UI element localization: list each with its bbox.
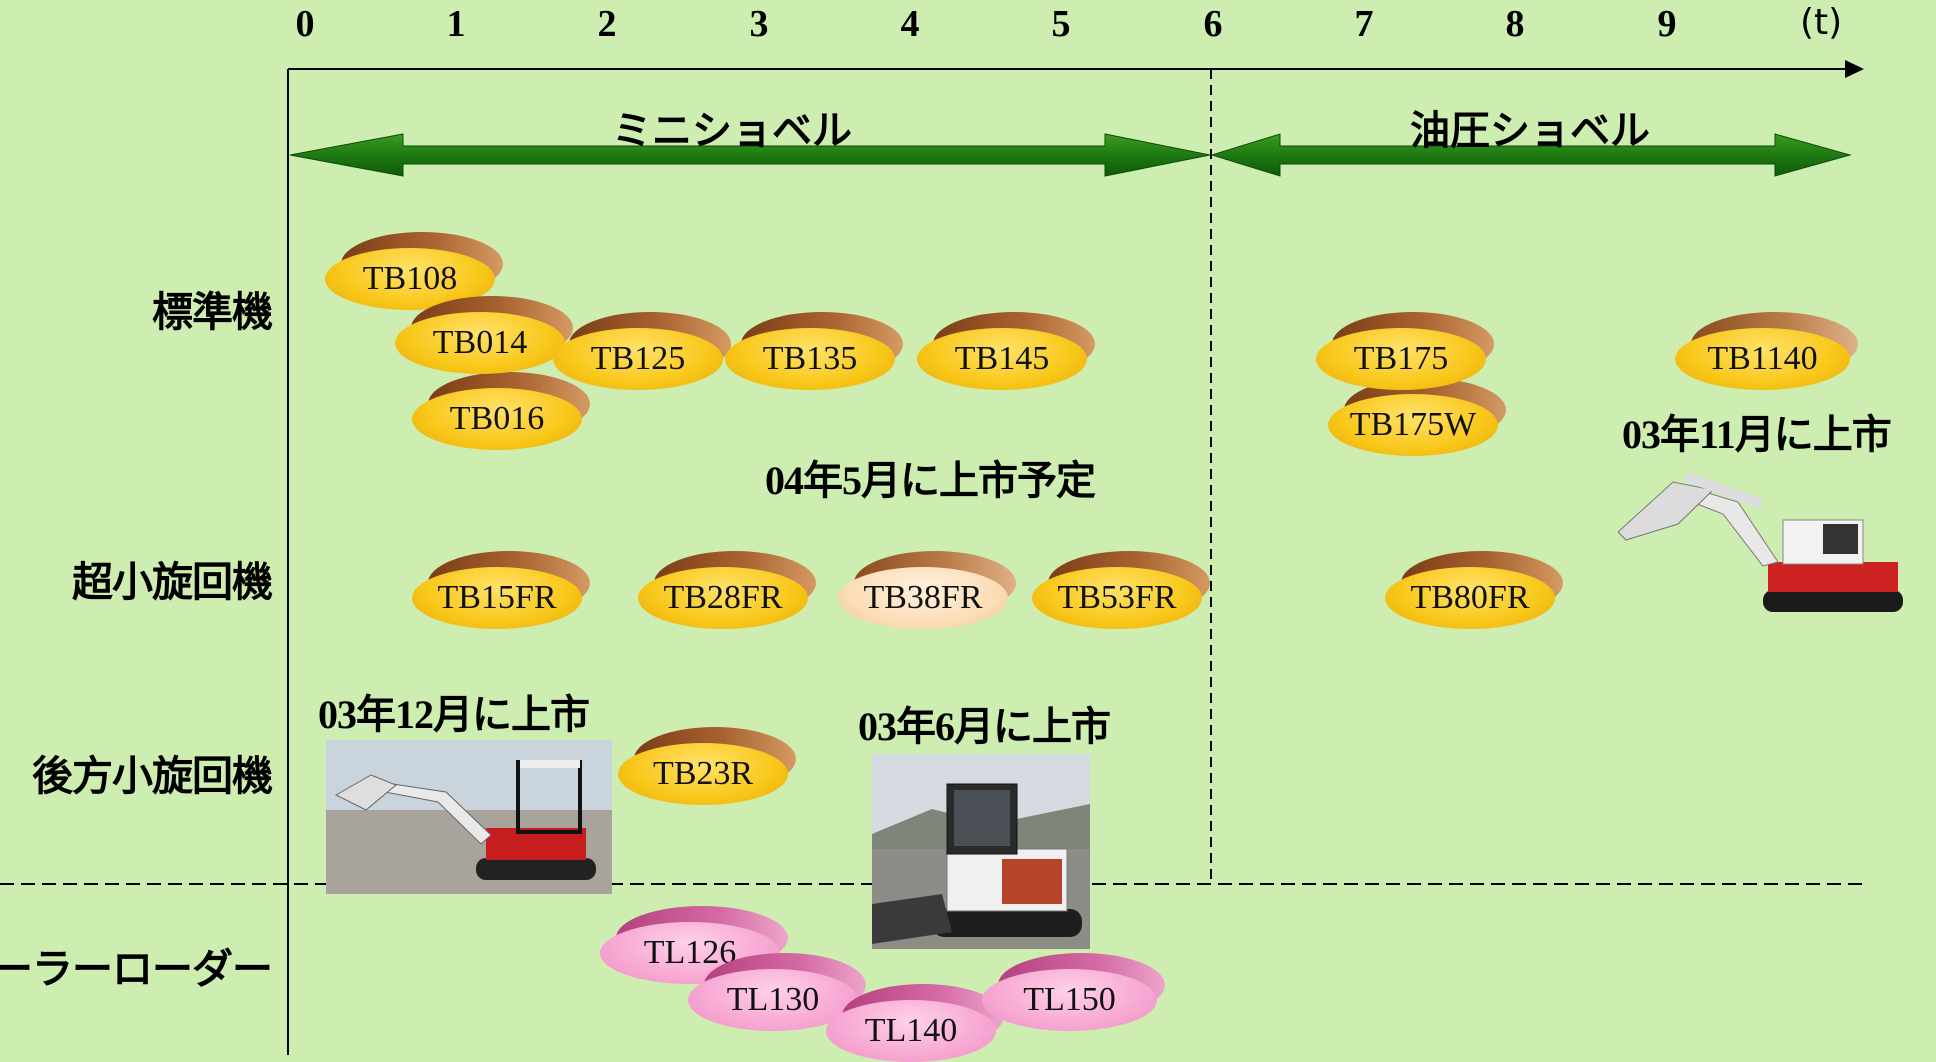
model-pill-tb145: TB145 (917, 312, 1095, 390)
model-label: TB23R (618, 743, 788, 805)
model-pill-tb1140: TB1140 (1675, 312, 1858, 390)
tick-label: 5 (1051, 3, 1071, 45)
model-pill-tb175: TB175 (1316, 312, 1494, 390)
model-pill-tl150: TL150 (982, 953, 1165, 1031)
model-pill-tb016: TB016 (412, 372, 590, 450)
model-pill-tb80fr: TB80FR (1385, 551, 1563, 629)
tick-label: 3 (749, 3, 769, 45)
model-label: TL150 (982, 969, 1157, 1031)
model-label: TB175W (1328, 394, 1498, 456)
tick-label: 9 (1657, 3, 1677, 45)
launch-note-planned: 04年5月に上市予定 (765, 458, 1096, 503)
row-label-rear-small-swing: 後方小旋回機 (32, 752, 273, 800)
model-pill-tb125: TB125 (553, 312, 731, 390)
tick-label: 7 (1354, 3, 1374, 45)
tick-label: 0 (295, 3, 315, 45)
model-label: TB125 (553, 328, 723, 390)
model-label: TB135 (725, 328, 895, 390)
row-label-crawler-loader: クローラーローダー (0, 945, 273, 993)
model-label: TB80FR (1385, 567, 1555, 629)
model-label: TB014 (395, 312, 565, 374)
launch-note-nov03: 03年11月に上市 (1622, 412, 1892, 457)
launch-note-jun03: 03年6月に上市 (858, 704, 1111, 749)
model-pill-tl126: TL126 (600, 906, 788, 984)
model-pill-tb38fr: TB38FR (838, 551, 1016, 629)
tick-label: 4 (900, 3, 920, 45)
mini-excavator-range-arrow (289, 133, 1211, 177)
model-pill-tb28fr: TB28FR (638, 551, 816, 629)
tick-label: 2 (597, 3, 617, 45)
model-label: TB145 (917, 328, 1087, 390)
model-label: TB53FR (1032, 567, 1202, 629)
mini-excavator-label: ミニショベル (612, 108, 852, 154)
model-label: TB15FR (412, 567, 582, 629)
model-pill-tb135: TB135 (725, 312, 903, 390)
row-label-standard: 標準機 (152, 288, 273, 336)
model-label: TB1140 (1675, 328, 1850, 390)
model-pill-tl140: TL140 (826, 984, 1004, 1062)
model-label: TL126 (600, 922, 780, 984)
axis-unit-label: (t) (1800, 2, 1843, 43)
x-axis-arrowhead (1845, 60, 1864, 78)
model-label: TB28FR (638, 567, 808, 629)
tick-label: 1 (446, 3, 466, 45)
photo-rear-small-swing-excavator (326, 740, 612, 894)
hydraulic-excavator-range-arrow (1210, 133, 1852, 177)
photo-crawler-loader (872, 754, 1090, 949)
model-pill-tb15fr: TB15FR (412, 551, 590, 629)
model-pill-tb53fr: TB53FR (1032, 551, 1210, 629)
model-label: TB175 (1316, 328, 1486, 390)
model-label: TB016 (412, 388, 582, 450)
model-label: TB38FR (838, 567, 1008, 629)
launch-note-dec03: 03年12月に上市 (318, 692, 590, 737)
hydraulic-excavator-label: 油圧ショベル (1410, 108, 1650, 154)
photo-tb1140-excavator (1618, 472, 1903, 612)
tick-label: 8 (1505, 3, 1525, 45)
model-label: TL140 (826, 1000, 996, 1062)
tick-label: 6 (1203, 3, 1223, 45)
row-label-ultra-small-swing: 超小旋回機 (72, 558, 273, 606)
model-pill-tb23r: TB23R (618, 727, 796, 805)
model-pill-tb014: TB014 (395, 296, 573, 374)
